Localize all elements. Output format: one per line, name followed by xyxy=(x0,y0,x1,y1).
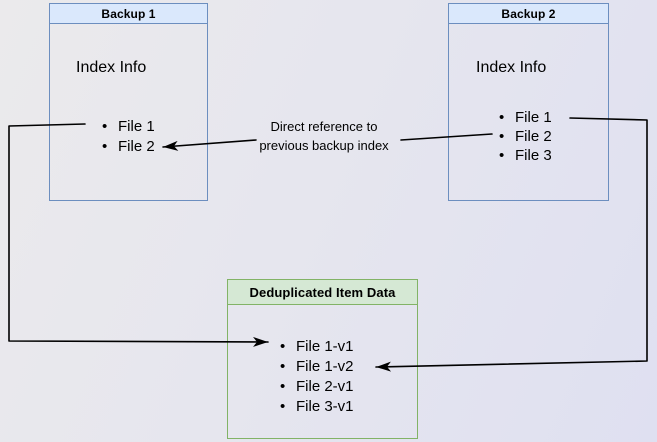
dedup-item-list: File 1-v1 File 1-v2 File 2-v1 File 3-v1 xyxy=(280,337,353,417)
backup1-file-list: File 1 File 2 xyxy=(102,117,155,157)
annotation-line2: previous backup index xyxy=(259,138,389,153)
list-item: File 1 xyxy=(499,108,552,127)
list-item: File 1 xyxy=(102,117,155,137)
backup2-index-info-label: Index Info xyxy=(476,59,547,76)
backup1-index-info-label: Index Info xyxy=(76,59,147,76)
list-item: File 1-v2 xyxy=(280,357,353,377)
dedup-title: Deduplicated Item Data xyxy=(249,284,396,300)
backup1-title: Backup 1 xyxy=(101,6,156,21)
backup2-header: Backup 2 xyxy=(449,4,608,24)
list-item: File 2-v1 xyxy=(280,377,353,397)
dedup-header: Deduplicated Item Data xyxy=(228,280,417,305)
list-item: File 1-v1 xyxy=(280,337,353,357)
dedup-node: Deduplicated Item Data File 1-v1 File 1-… xyxy=(227,279,418,439)
list-item: File 2 xyxy=(102,137,155,157)
reference-annotation: Direct reference to previous backup inde… xyxy=(224,117,424,155)
backup1-header: Backup 1 xyxy=(50,4,207,24)
list-item: File 2 xyxy=(499,127,552,146)
list-item: File 3-v1 xyxy=(280,397,353,417)
backup2-title: Backup 2 xyxy=(501,6,556,21)
backup2-file-list: File 1 File 2 File 3 xyxy=(499,108,552,165)
backup1-node: Backup 1 Index Info File 1 File 2 xyxy=(49,3,208,201)
backup2-node: Backup 2 Index Info File 1 File 2 File 3 xyxy=(448,3,609,201)
list-item: File 3 xyxy=(499,146,552,165)
annotation-line1: Direct reference to xyxy=(270,119,378,134)
